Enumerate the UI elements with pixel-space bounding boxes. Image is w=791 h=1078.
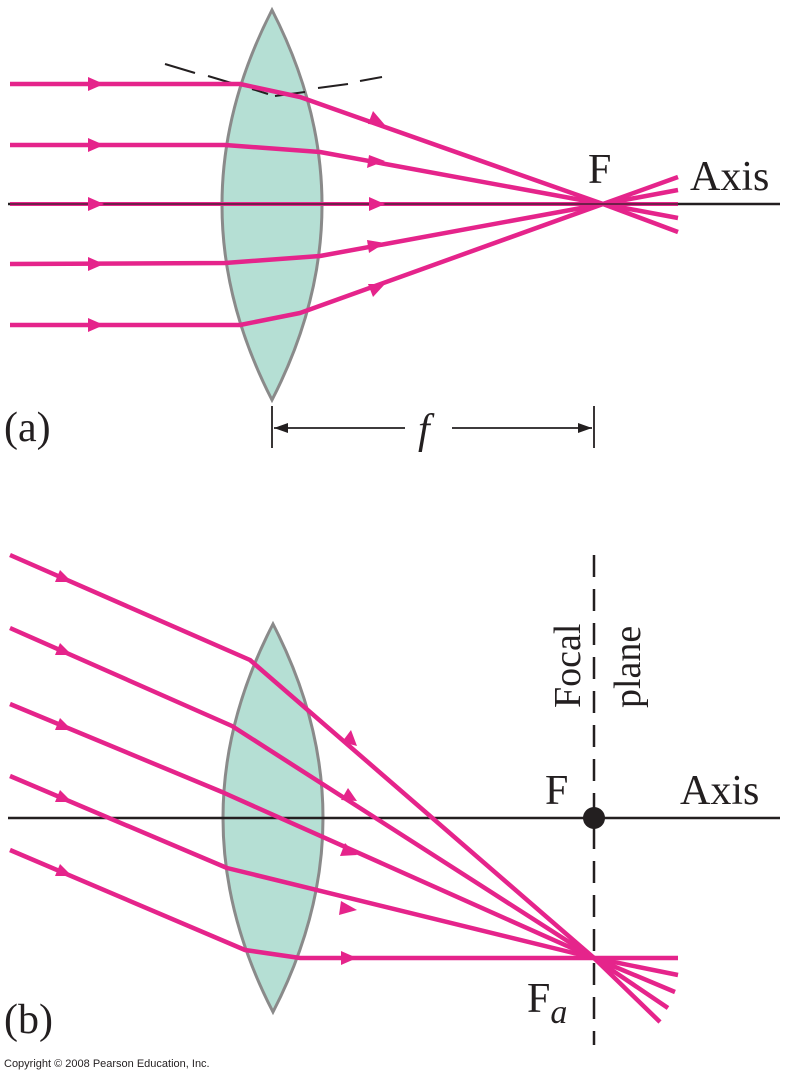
ray-b-2 [9,625,670,1010]
focal-point-label-b: F [545,768,568,814]
focal-length-dimension [271,406,595,448]
rays-b [9,552,679,1024]
ray-a-1 [10,81,679,207]
panel-a: F Axis (a) f [4,6,780,453]
ray-arrow [339,901,357,915]
panel-label-b: (b) [4,997,53,1043]
focal-plane-label-line2: plane [607,626,649,708]
off-axis-focus-subscript: a [550,994,567,1031]
ray-b-3 [9,701,676,995]
ray-arrow [341,788,357,801]
ray-a-4 [9,201,679,267]
focal-plane-label-line1: Focal [547,624,589,708]
ray-arrow [55,570,72,582]
ray-arrow [55,864,72,876]
ray-arrow [55,643,72,655]
ray-arrow [88,77,104,91]
ray-arrow [367,240,385,253]
ray-arrows-a [88,77,385,332]
ray-b-4 [9,773,679,978]
panel-label-a: (a) [4,405,51,451]
ray-arrow [88,197,104,211]
ray-arrow [368,284,385,297]
ray-arrow [55,718,72,730]
ray-arrow [367,155,385,168]
ray-a-5 [10,201,679,328]
ray-arrow [88,138,104,152]
focal-length-label: f [418,407,435,453]
ray-arrow [368,111,385,125]
axis-label-a: Axis [690,154,769,200]
ray-a-2 [10,142,679,207]
ray-arrows-b [55,570,357,965]
ray-b-5 [9,847,678,961]
panel-b: F Axis Focal plane Fa (b) [4,552,780,1045]
ray-arrow [88,257,104,271]
axis-label-b: Axis [680,768,759,814]
ray-arrow [341,951,357,965]
focal-point-dot [583,807,605,829]
off-axis-focus-label: Fa [527,976,567,1031]
ray-arrow [88,318,104,332]
ray-arrow [340,843,357,856]
copyright-notice: Copyright © 2008 Pearson Education, Inc. [4,1058,210,1070]
ray-arrow [55,790,72,802]
off-axis-focus-letter: F [527,976,550,1022]
ray-arrow [369,197,385,211]
ray-b-1 [9,552,662,1024]
ray-arrow [342,730,357,746]
focal-point-label-a: F [588,147,611,193]
